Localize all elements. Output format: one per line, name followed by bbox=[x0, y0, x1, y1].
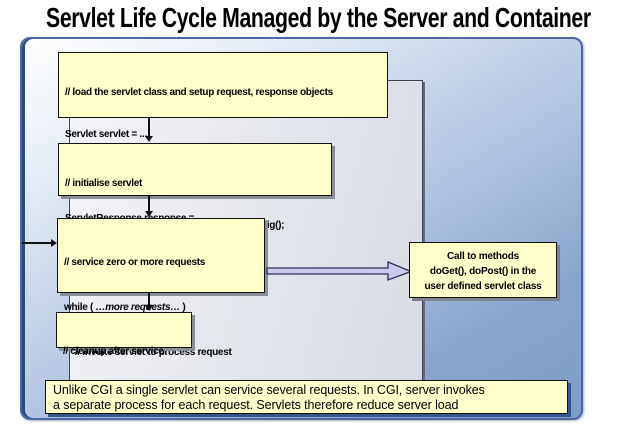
code-line: // initialise servlet bbox=[65, 178, 143, 189]
note-line: Unlike CGI a single servlet can service … bbox=[53, 383, 485, 397]
while-condition: …more requests… bbox=[95, 302, 181, 313]
flow-box-init: // initialise servlet ServletConfig conf… bbox=[58, 143, 332, 273]
side-box-doget-dopost: Call to methods doGet(), doPost() in the… bbox=[409, 242, 557, 298]
side-box-line: doGet(), doPost() in the bbox=[429, 266, 537, 277]
flow-box-load: // load the servlet class and setup requ… bbox=[58, 52, 388, 224]
arrow-down-connector-2 bbox=[145, 196, 153, 217]
note-line: a separate process for each request. Ser… bbox=[53, 398, 459, 412]
page-title-text: Servlet Life Cycle Managed by the Server… bbox=[45, 2, 591, 33]
code-line: // load the servlet class and setup requ… bbox=[65, 87, 333, 98]
code-line: // cleanup after service bbox=[63, 346, 164, 357]
flow-box-service: // service zero or more requests while (… bbox=[57, 218, 265, 403]
code-line-while: while ( …more requests… ) bbox=[64, 300, 258, 315]
arrow-down-connector-1 bbox=[145, 118, 153, 142]
while-post: ) bbox=[179, 302, 186, 313]
code-line: Servlet servlet = ... bbox=[65, 129, 147, 140]
flow-box-cleanup: // cleanup after service servlet.destroy… bbox=[56, 312, 192, 399]
page-title: Servlet Life Cycle Managed by the Server… bbox=[0, 0, 636, 36]
code-line: // service zero or more requests bbox=[64, 257, 206, 268]
note-box-cgi-comparison: Unlike CGI a single servlet can service … bbox=[45, 380, 568, 414]
side-box-line: Call to methods bbox=[446, 251, 519, 262]
side-box-line: user defined servlet class bbox=[424, 281, 542, 292]
while-pre: while ( bbox=[64, 302, 96, 313]
code-line: // invoke servlet to process request bbox=[75, 347, 232, 358]
arrow-down-connector-3 bbox=[145, 293, 153, 311]
invoke-block-arrow-icon bbox=[266, 261, 412, 281]
loop-entry-arrow bbox=[22, 239, 57, 247]
